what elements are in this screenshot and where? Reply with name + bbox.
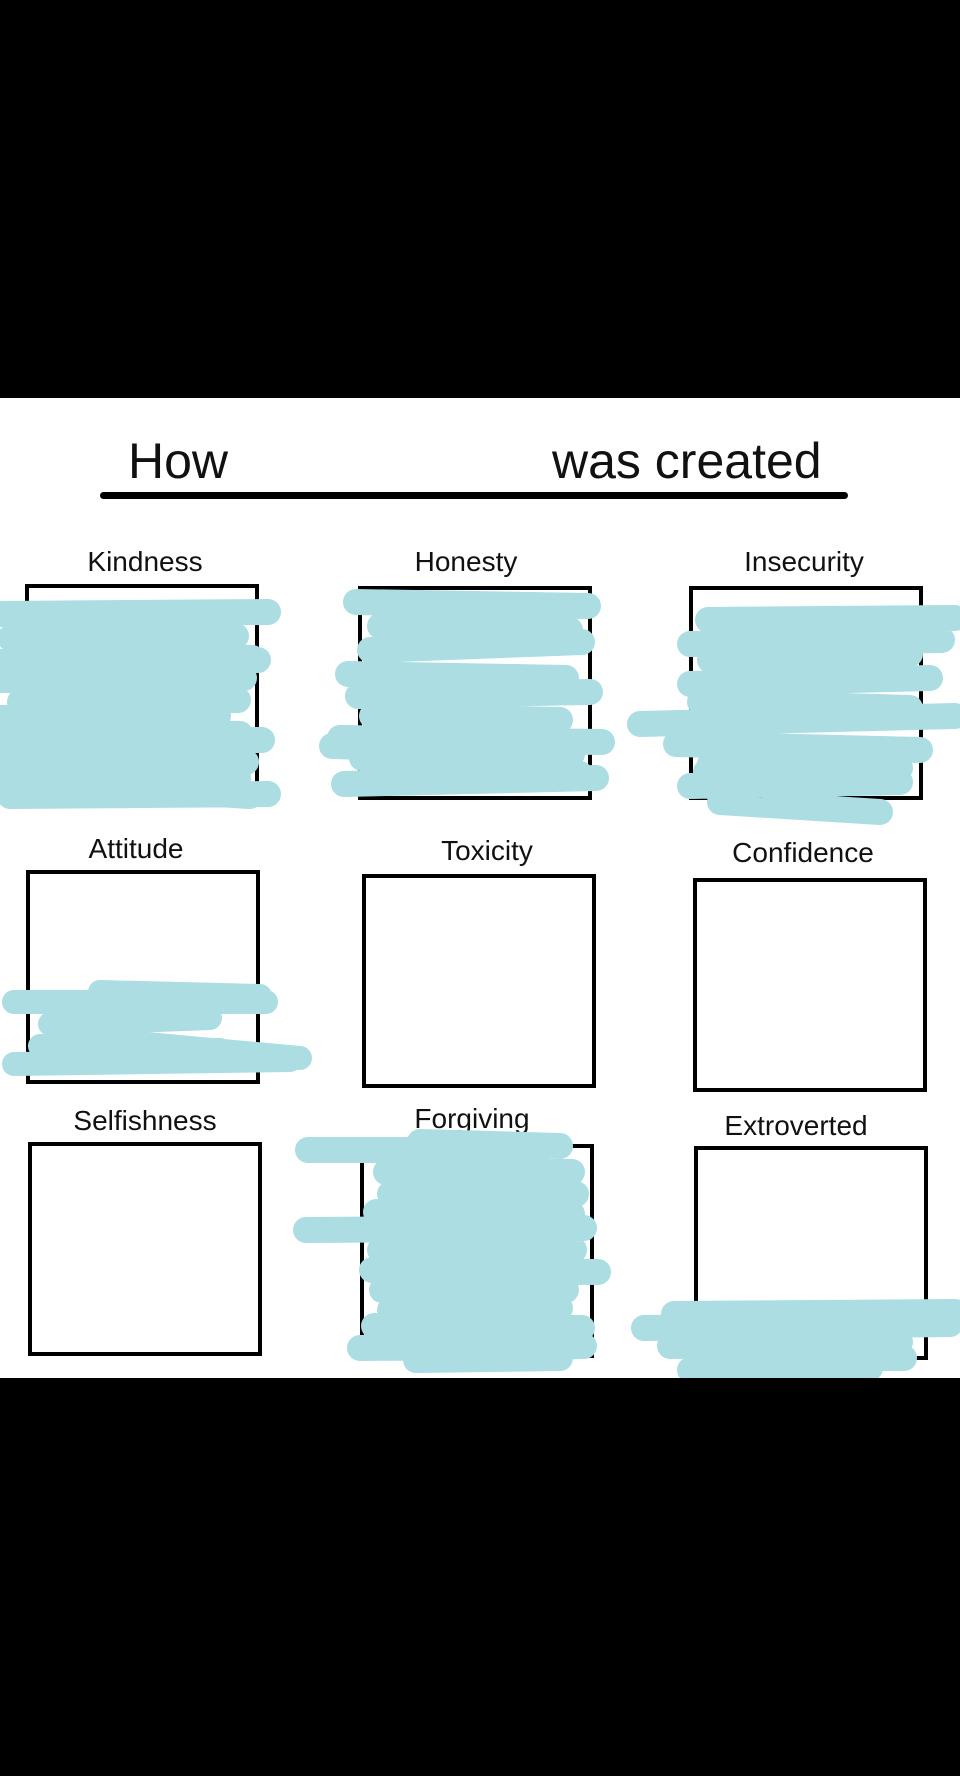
trait-box-extroverted	[694, 1146, 928, 1360]
title-blank-underline	[100, 492, 848, 499]
trait-label-attitude: Attitude	[88, 833, 184, 864]
trait-box-honesty	[358, 586, 592, 800]
title-suffix: was created	[552, 433, 822, 489]
title-prefix: How	[128, 433, 229, 489]
trait-box-attitude	[26, 870, 260, 1084]
trait-label-insecurity: Insecurity	[744, 546, 864, 577]
trait-label-selfishness: Selfishness	[73, 1105, 217, 1136]
trait-label-toxicity: Toxicity	[441, 835, 533, 866]
trait-box-kindness	[25, 584, 259, 798]
trait-label-forgiving: Forgiving	[414, 1103, 530, 1134]
trait-box-confidence	[693, 878, 927, 1092]
trait-box-toxicity	[362, 874, 596, 1088]
trait-label-confidence: Confidence	[732, 837, 874, 868]
trait-label-honesty: Honesty	[414, 546, 518, 577]
trait-label-kindness: Kindness	[87, 546, 203, 577]
trait-box-insecurity	[689, 586, 923, 800]
meme-template-sheet: How was created Kindness Honesty Insecur…	[0, 398, 960, 1378]
trait-box-forgiving	[360, 1144, 594, 1358]
trait-label-extroverted: Extroverted	[724, 1110, 868, 1141]
trait-box-selfishness	[28, 1142, 262, 1356]
